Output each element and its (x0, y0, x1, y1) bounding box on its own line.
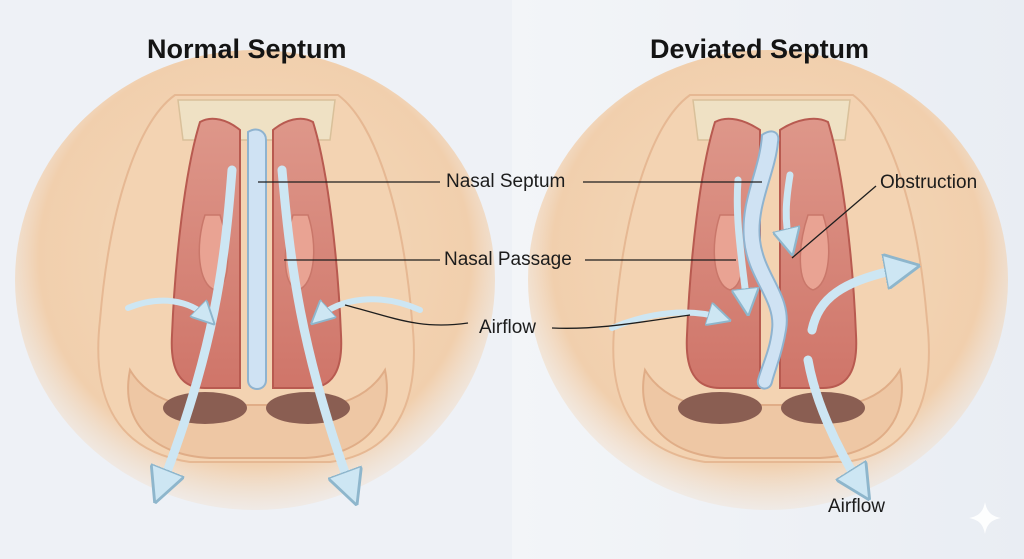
right-nostril (266, 392, 350, 424)
deviated-nose-illustration (528, 50, 1008, 510)
obstruction-label: Obstruction (880, 172, 978, 193)
airflow-leader-left (344, 304, 469, 326)
leader-lines (258, 181, 877, 329)
blocked-airflow-arrow (737, 176, 747, 305)
normal-nose-illustration (15, 50, 495, 510)
nasal-passage-label: Nasal Passage (444, 249, 572, 270)
right-inflow-arrow (318, 296, 423, 318)
airflow-label-center: Airflow (479, 317, 537, 338)
upper-airflow-arrow (786, 171, 790, 245)
left-inflow-arrow (125, 297, 208, 318)
diverted-airflow-arrow (807, 268, 906, 335)
obstruction-leader (791, 185, 877, 259)
airflow-label-bottom: Airflow (828, 496, 886, 517)
exit-airflow-arrow (803, 355, 862, 488)
left-nostril-right (678, 392, 762, 424)
left-inflow-arrow-right (609, 313, 722, 331)
straight-septum (247, 128, 267, 390)
right-turbinate-right (799, 214, 830, 291)
sparkle-icon (969, 502, 1001, 534)
normal-septum-title: Normal Septum (147, 34, 347, 64)
nasal-septum-label: Nasal Septum (446, 171, 566, 192)
deviated-septum-title: Deviated Septum (650, 34, 870, 64)
airflow-leader-right (551, 314, 691, 329)
deviated-septum (742, 130, 788, 390)
right-airflow-arrow (277, 165, 352, 492)
left-nostril (163, 392, 247, 424)
